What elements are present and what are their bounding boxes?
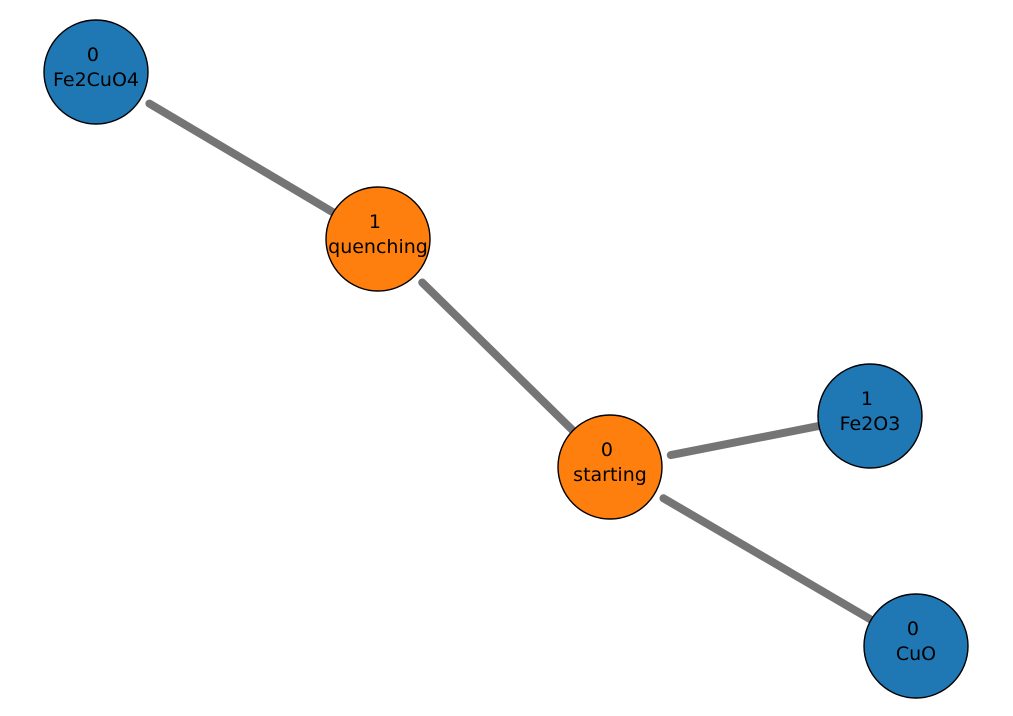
node-label-starting: 0 starting: [573, 439, 647, 486]
node-fe2o3: 1 Fe2O3: [817, 363, 923, 469]
node-circle-quenching: [325, 186, 431, 292]
node-name: Fe2CuO4: [53, 69, 139, 91]
node-circle-starting: [557, 414, 663, 520]
edge-starting-fe2o3: [666, 421, 827, 460]
node-value: 0: [907, 618, 919, 640]
node-circle-cuo: [863, 593, 969, 699]
node-label-quenching: 1 quenching: [328, 211, 428, 258]
node-name: quenching: [328, 236, 428, 258]
node-cuo: 0 CuO: [863, 593, 969, 699]
node-quenching: 1 quenching: [325, 186, 431, 292]
node-layer: 0 Fe2CuO4 1 quenching 0 starting: [43, 19, 969, 699]
node-label-fe2cuo4: 0 Fe2CuO4: [53, 44, 139, 91]
node-value: 1: [861, 388, 873, 410]
node-starting: 0 starting: [557, 414, 663, 520]
edge-layer: [145, 99, 879, 626]
node-circle-fe2o3: [817, 363, 923, 469]
edge-quenching-starting: [418, 278, 580, 438]
node-name: Fe2O3: [840, 413, 901, 435]
node-name: starting: [573, 464, 647, 486]
node-name: CuO: [896, 643, 936, 665]
node-value: 0: [601, 439, 613, 461]
node-value: 1: [369, 211, 381, 233]
node-value: 0: [87, 44, 99, 66]
edge-starting-cuo: [659, 494, 879, 626]
node-label-cuo: 0 CuO: [896, 618, 936, 665]
node-label-fe2o3: 1 Fe2O3: [840, 388, 901, 435]
edge-fe2cuo4-quenching: [145, 99, 341, 219]
node-fe2cuo4: 0 Fe2CuO4: [43, 19, 149, 125]
node-circle-fe2cuo4: [43, 19, 149, 125]
